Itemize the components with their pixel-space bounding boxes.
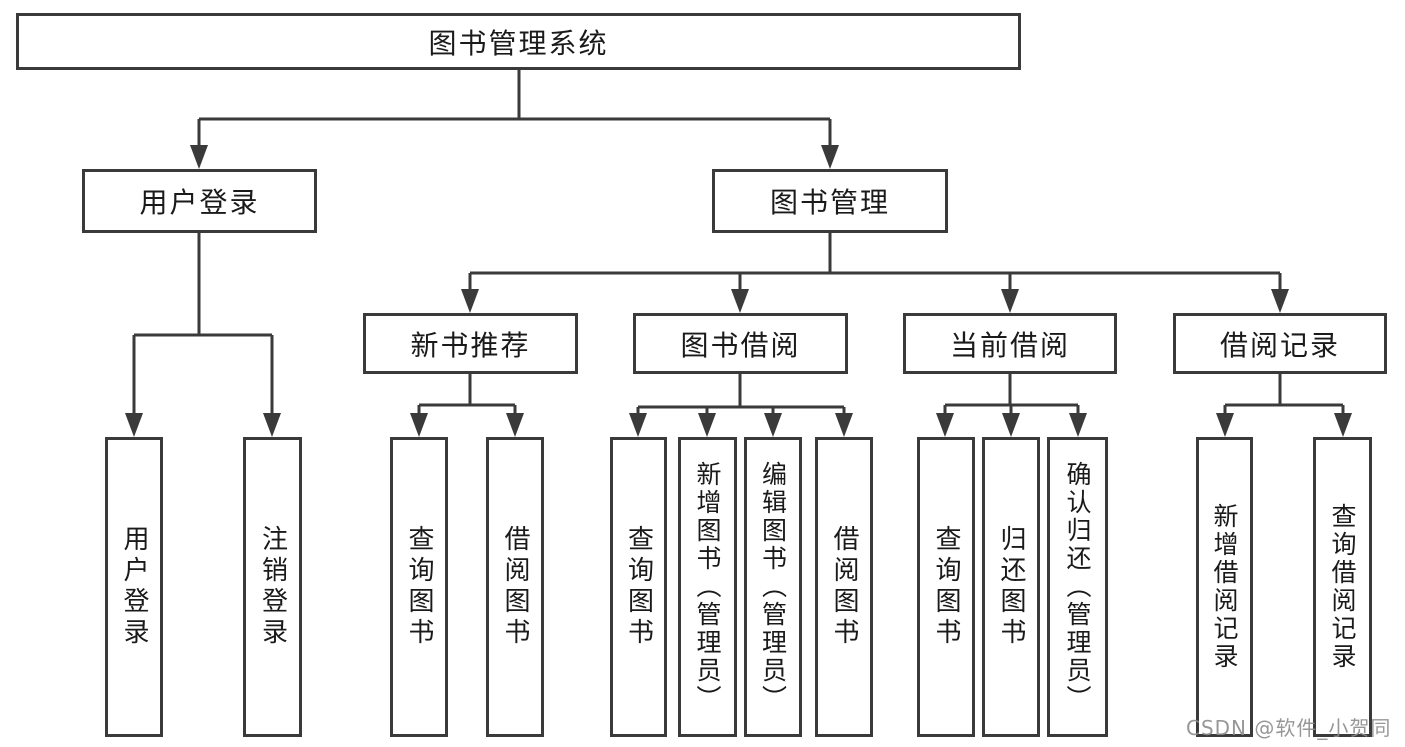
- arrow-head: [1069, 413, 1087, 437]
- arrow-head: [1002, 413, 1020, 437]
- leaf-edit-book-admin: 编辑图书（管理员）: [744, 437, 802, 737]
- arrow-head: [1216, 413, 1234, 437]
- arrow-head: [936, 413, 954, 437]
- arrow-head: [629, 413, 647, 437]
- node-borrow-records: 借阅记录: [1173, 313, 1387, 374]
- arrow-head: [835, 413, 853, 437]
- connector-lines: [132, 70, 1345, 415]
- arrow-head: [125, 413, 143, 437]
- arrow-head: [410, 413, 428, 437]
- csdn-watermark: CSDN @软件_小贺同学: [1186, 716, 1392, 747]
- arrow-head: [263, 413, 281, 437]
- arrowheads: [125, 145, 1352, 437]
- leaf-confirm-return-admin: 确认归还（管理员）: [1047, 437, 1108, 737]
- node-book-borrowing: 图书借阅: [633, 313, 848, 374]
- arrow-head: [461, 289, 479, 313]
- leaf-query-borrow-record: 查询借阅记录: [1313, 437, 1372, 737]
- leaf-borrow-books-borrowing: 借阅图书: [815, 437, 873, 737]
- leaf-add-book-admin: 新增图书（管理员）: [678, 437, 737, 737]
- node-user-login: 用户登录: [82, 169, 317, 233]
- arrow-head: [821, 145, 839, 169]
- arrow-head: [1001, 289, 1019, 313]
- arrow-head: [1334, 413, 1352, 437]
- arrow-head: [764, 413, 782, 437]
- leaf-user-login: 用户登录: [105, 437, 163, 737]
- leaf-logout: 注销登录: [243, 437, 302, 737]
- arrow-head: [731, 289, 749, 313]
- leaf-add-borrow-record: 新增借阅记录: [1196, 437, 1253, 737]
- node-library-system: 图书管理系统: [16, 13, 1021, 70]
- leaf-return-book: 归还图书: [982, 437, 1040, 737]
- arrow-head: [506, 413, 524, 437]
- arrow-head: [190, 145, 208, 169]
- arrow-head: [698, 413, 716, 437]
- leaf-borrow-books-recommend: 借阅图书: [486, 437, 544, 737]
- leaf-query-books-recommend: 查询图书: [390, 437, 448, 737]
- arrow-head: [1271, 289, 1289, 313]
- leaf-query-books-borrowing: 查询图书: [610, 437, 667, 737]
- node-current-borrowing: 当前借阅: [903, 313, 1117, 374]
- node-new-book-recommend: 新书推荐: [363, 313, 578, 374]
- node-book-management: 图书管理: [712, 169, 948, 233]
- leaf-query-books-current: 查询图书: [917, 437, 975, 737]
